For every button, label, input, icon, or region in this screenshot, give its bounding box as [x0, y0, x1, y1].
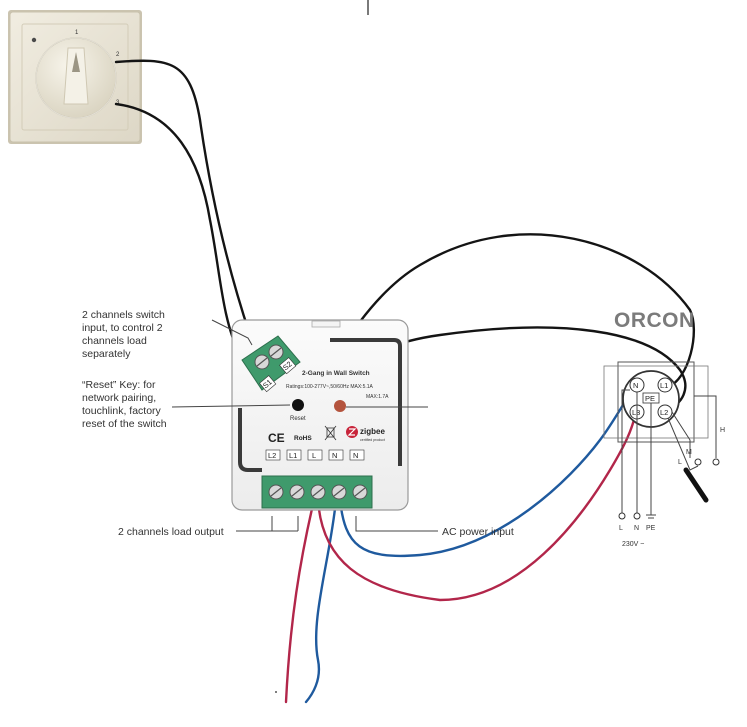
callout-line-ac-input: [355, 516, 438, 532]
stray-dot: [275, 691, 277, 693]
rotary-plate-inner: [21, 23, 129, 131]
supply-terminal-l: L: [619, 525, 623, 532]
module-title: 2-Gang in Wall Switch: [302, 370, 370, 377]
weee-bin-icon: [324, 425, 337, 441]
socket-terminal-l2: L2: [660, 408, 668, 417]
line-fan-m: [671, 411, 691, 458]
label-ac-input: AC power input: [442, 526, 514, 538]
reset-button[interactable]: [292, 399, 304, 411]
callout-line-reset: [171, 404, 291, 408]
supply-voltage: 230V ~: [622, 541, 644, 548]
wire-switch-s2: [114, 59, 252, 337]
wire-switch-s1: [114, 102, 242, 357]
terminal-n2: N: [353, 451, 358, 460]
wire-live-socket: [316, 410, 638, 602]
rotary-position-3: 3: [116, 100, 120, 106]
rotary-position-1: 1: [75, 30, 79, 36]
zigbee-sub: certified product: [360, 438, 385, 442]
label-switch-input: 2 channels switch input, to control 2 ch…: [82, 309, 168, 360]
output-terminal-block: [261, 475, 373, 509]
input-terminal-block: S1 S2: [241, 335, 301, 393]
knob-grip: [63, 47, 89, 105]
module-bracket-left: [238, 408, 262, 472]
module-max2: MAX:1.7A: [366, 394, 389, 400]
orcon-logo: ORCON: [614, 309, 695, 332]
input-terminal-body: [241, 335, 301, 391]
supply-terminal-pe: PE: [646, 525, 656, 532]
fan-label-m: M: [686, 449, 692, 456]
zigbee-logo: [346, 426, 358, 438]
output-terminal-labels: L2 L1 L N N: [265, 449, 365, 461]
label-reset-key: “Reset” Key: for network pairing, touchl…: [82, 379, 167, 430]
label-load-output: 2 channels load output: [118, 526, 224, 538]
callout-line-load-output: [236, 516, 273, 532]
reset-label: Reset: [290, 416, 306, 422]
terminal-n1: N: [332, 451, 337, 460]
rohs-mark: RoHS: [294, 435, 312, 442]
wire-live-feed: [284, 498, 316, 704]
socket-terminal-pe: PE: [645, 394, 655, 403]
module-bracket-right: [330, 338, 402, 466]
status-led: [334, 400, 346, 412]
indicator-dot: [31, 37, 37, 43]
callout-line-switch-input: [211, 319, 253, 346]
wire-neutral-feed: [304, 498, 338, 704]
socket-terminal-l3: L3: [632, 408, 640, 417]
socket-schematic: N L1 PE L3 L2 L N PE 230V ~ M L H: [603, 361, 725, 548]
terminal-l: L: [312, 451, 316, 460]
fan-switch-lever: [683, 467, 709, 503]
fan-label-l: L: [678, 459, 682, 466]
socket-terminal-n: N: [633, 381, 638, 390]
switch-module: S1 S2 2-Gang in Wall Switch Ratings:100-…: [231, 319, 409, 511]
line-socket-l: [621, 389, 630, 515]
rotary-position-2: 2: [116, 52, 120, 58]
zigbee-text: zigbee: [360, 427, 385, 436]
knob-pointer-icon: [72, 52, 80, 72]
wire-neutral-socket: [338, 383, 638, 558]
ce-mark: CE: [268, 431, 285, 445]
rotary-switch: 1 2 3: [8, 10, 142, 144]
terminal-l1: L1: [289, 451, 297, 460]
supply-terminal-n: N: [634, 525, 639, 532]
terminal-l2: L2: [268, 451, 276, 460]
module-ratings: Ratings:100-277V~,50/60Hz MAX:5.1A: [286, 384, 374, 390]
socket-outer-frame: [617, 361, 695, 443]
fan-label-h: H: [720, 427, 725, 434]
socket-terminal-l1: L1: [660, 381, 668, 390]
